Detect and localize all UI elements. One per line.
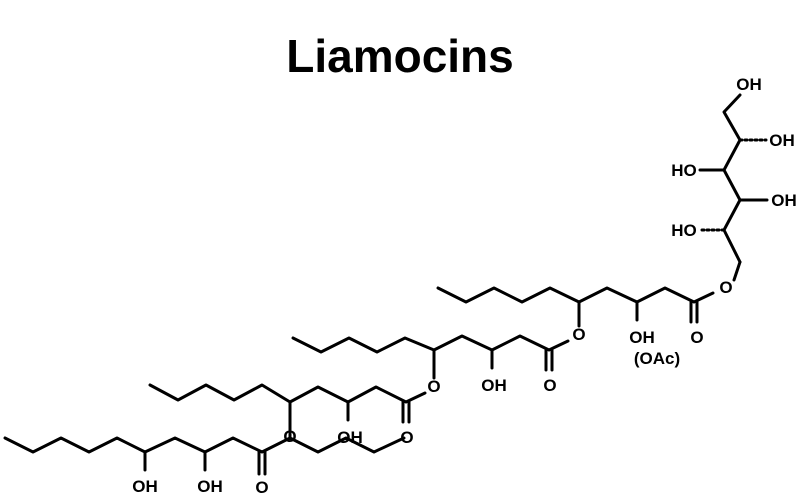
ester-o-label: O [283,427,296,446]
chain-3-backbone [291,334,570,354]
oh-label: OH [197,477,223,496]
oh-label: OH [132,477,158,496]
oh-label: OH [769,131,795,150]
ester-o-label: O [427,377,440,396]
ho-label: HO [671,161,697,180]
chain-1 [3,423,406,476]
ester-o-label: O [572,325,585,344]
ho-label: HO [671,221,697,240]
chain-4 [436,260,742,324]
ester-o-label: O [719,278,732,297]
oh-label: OH [771,191,797,210]
carbonyl-o-label: O [400,428,413,447]
oh-label: OH [736,75,762,94]
chain-3 [291,300,581,372]
oh-label: OH [337,428,363,447]
chain-4-backbone [436,286,715,304]
oac-label: (OAc) [634,349,680,368]
polyol-headgroup [698,93,769,264]
chain-2 [148,348,436,427]
diagram-title: Liamocins [286,30,514,82]
carbonyl-o-label: O [543,376,556,395]
chain-2-backbone [148,383,427,404]
oh-label: OH [629,328,655,347]
polyol-backbone [722,93,742,264]
chain-4-ester-bond [732,260,742,282]
carbonyl-o-label: O [255,478,268,497]
oh-label: OH [481,376,507,395]
carbonyl-o-label: O [690,328,703,347]
